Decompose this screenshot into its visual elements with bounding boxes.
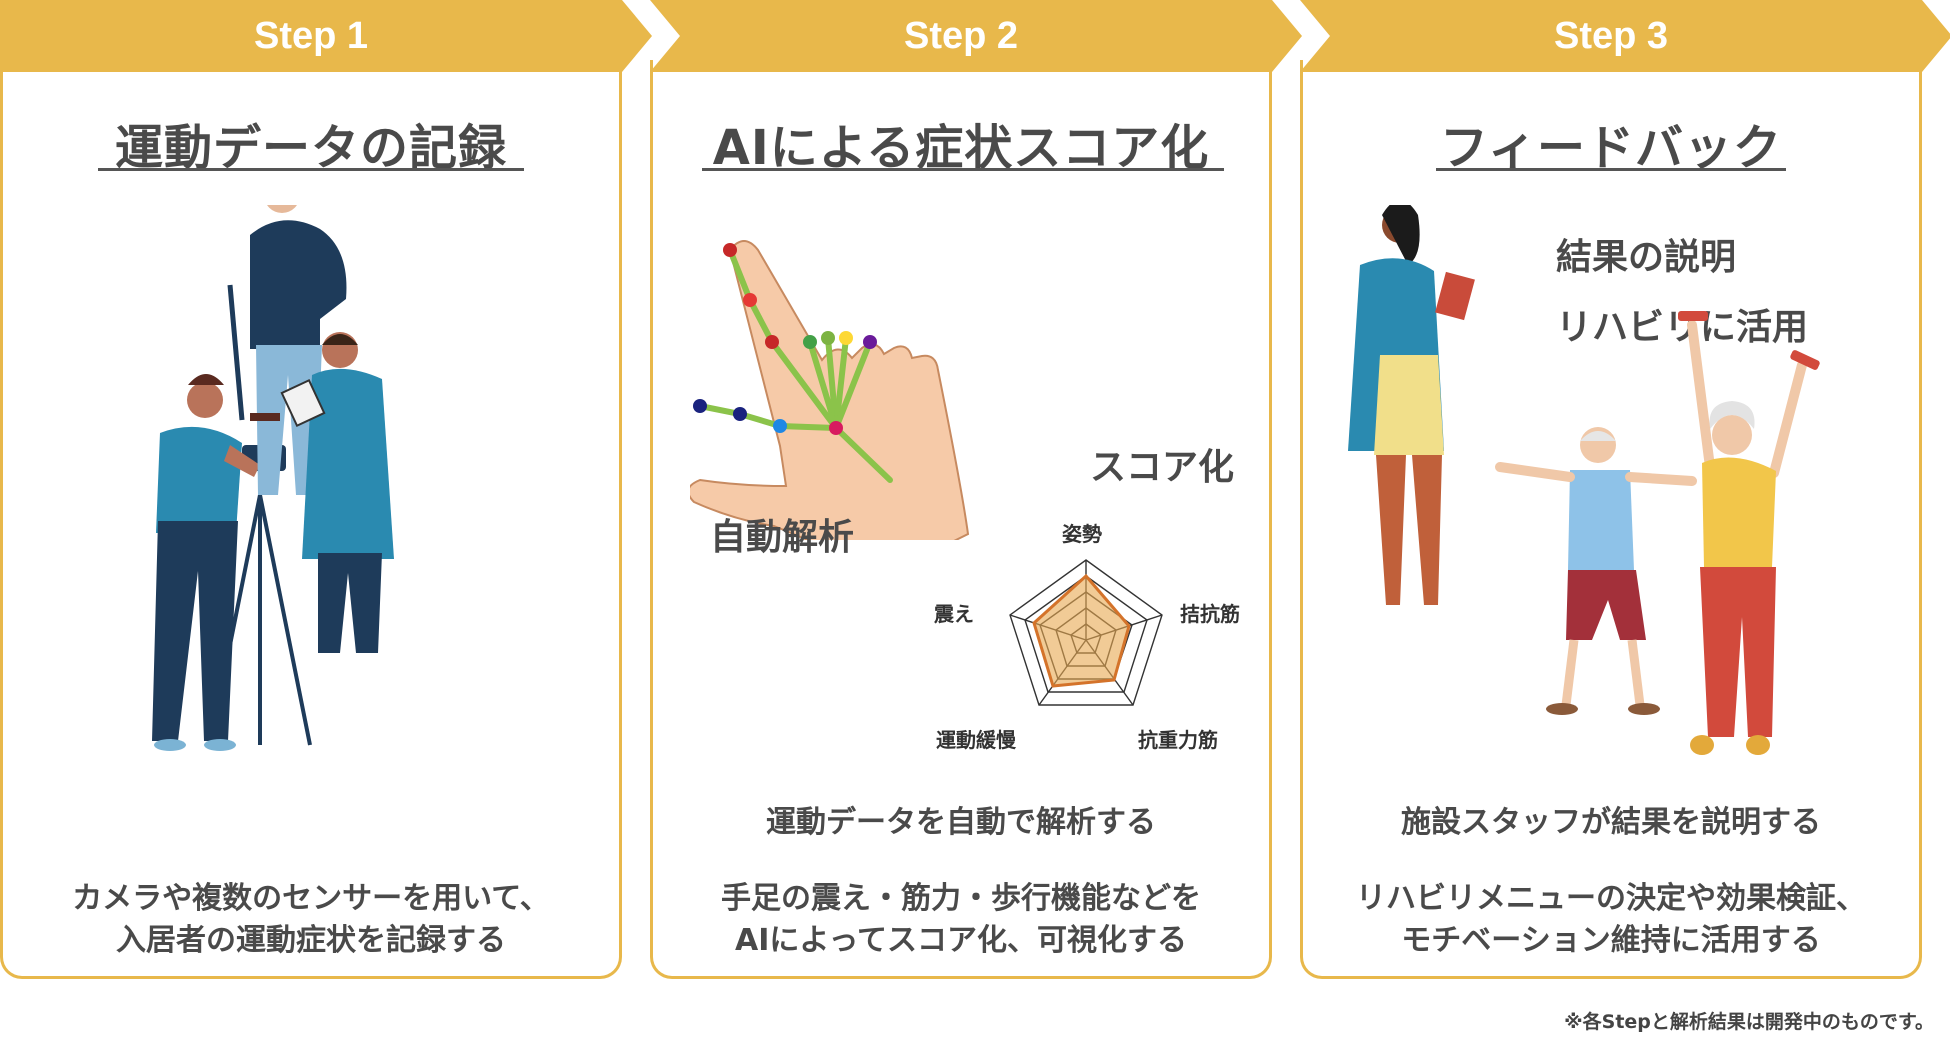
footnote: ※各Stepと解析結果は開発中のものです。 bbox=[1564, 1011, 1934, 1033]
step-1-title: 運動データの記録 bbox=[114, 120, 507, 176]
step-2-title: AIによる症状スコア化 bbox=[712, 120, 1210, 176]
step-1-title-rule bbox=[98, 168, 524, 171]
radar-score-area bbox=[1032, 573, 1131, 688]
auto-analysis-label: 自動解析 bbox=[710, 517, 855, 558]
step-2-desc2-line-2: AIによってスコア化、可視化する bbox=[735, 923, 1187, 958]
cameraman-figure bbox=[152, 374, 260, 751]
score-label: スコア化 bbox=[1090, 447, 1235, 488]
step-1-desc-line-2: 入居者の運動症状を記録する bbox=[116, 923, 506, 958]
radar-label-tremor: 震え bbox=[934, 602, 974, 626]
doctor-figure bbox=[280, 332, 394, 653]
step-1-label: Step 1 bbox=[253, 15, 369, 57]
step-3-card: Step 3 フィードバック 結果の説明 リハビリに活用 bbox=[1300, 0, 1950, 980]
result-explanation-label: 結果の説明 bbox=[1556, 237, 1737, 278]
step-3-title-rule bbox=[1436, 168, 1786, 171]
step-2-banner bbox=[650, 0, 1312, 80]
radar-label-antagonist: 拮抗筋 bbox=[1180, 602, 1240, 626]
recording-illustration bbox=[152, 205, 394, 751]
step-2-title-rule bbox=[702, 168, 1224, 171]
staff-figure bbox=[1348, 205, 1475, 605]
radar-label-bradykinesia: 運動緩慢 bbox=[936, 728, 1016, 752]
patient-figure bbox=[227, 205, 347, 495]
step-2-desc-2: 手足の震え・筋力・歩行機能などを AIによってスコア化、可視化する bbox=[670, 878, 1252, 962]
step-1-desc: カメラや複数のセンサーを用いて、 入居者の運動症状を記録する bbox=[20, 878, 602, 962]
step-3-banner bbox=[1300, 0, 1950, 80]
radar-chart bbox=[1009, 559, 1163, 706]
step-3-desc2-line-1: リハビリメニューの決定や効果検証、 bbox=[1356, 881, 1866, 916]
step-2-card: Step 2 AIによる症状スコア化 自動解析 スコア化 bbox=[650, 0, 1302, 980]
step-1-desc-line-1: カメラや複数のセンサーを用いて、 bbox=[72, 881, 550, 916]
step-3-label: Step 3 bbox=[1553, 15, 1669, 57]
step-1-card: Step 1 運動データの記録 bbox=[0, 0, 652, 980]
step-3-desc-line-1: 施設スタッフが結果を説明する bbox=[1401, 805, 1821, 840]
step-3-title: フィードバック bbox=[1439, 120, 1783, 176]
feedback-illustration bbox=[1348, 205, 1820, 755]
step-2-desc: 運動データを自動で解析する bbox=[670, 802, 1252, 844]
step-3-desc: 施設スタッフが結果を説明する bbox=[1320, 802, 1902, 844]
hand-keypoint-illustration bbox=[690, 240, 970, 540]
step-2-label: Step 2 bbox=[903, 15, 1019, 57]
hand-keypoints bbox=[693, 243, 877, 435]
elderly-woman-figure bbox=[1678, 311, 1820, 755]
radar-label-antigravity: 抗重力筋 bbox=[1138, 728, 1218, 752]
elderly-man-figure bbox=[1495, 427, 1697, 715]
step-2-desc-line-1: 運動データを自動で解析する bbox=[766, 805, 1156, 840]
radar-label-posture: 姿勢 bbox=[1062, 522, 1102, 546]
step-2-desc2-line-1: 手足の震え・筋力・歩行機能などを bbox=[721, 881, 1201, 916]
step-3-desc-2: リハビリメニューの決定や効果検証、 モチベーション維持に活用する bbox=[1320, 878, 1902, 962]
step-3-desc2-line-2: モチベーション維持に活用する bbox=[1401, 923, 1821, 958]
step-1-banner bbox=[0, 0, 662, 80]
